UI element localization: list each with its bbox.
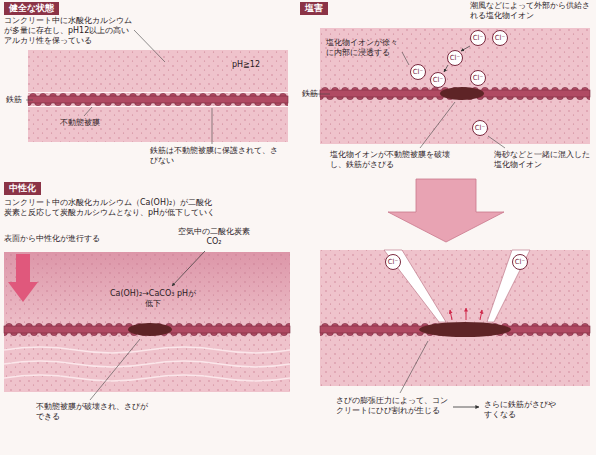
leader-line: [402, 52, 409, 65]
annotation-text: コンクリート中の水酸化カルシウム（Ca(OH)₂）が二酸化炭素と反応して炭酸カル…: [4, 198, 216, 218]
aggregate-texture: [320, 250, 590, 386]
expansion-arrow: [480, 310, 482, 320]
annotation-text: 不動態被膜が破壊され、さびができる: [36, 402, 148, 422]
state-panel: 健全な状態コンクリート中に水酸化カルシウムが多量に存在し、pH12以上の高いアル…: [4, 0, 292, 172]
leader-line: [134, 30, 165, 62]
aggregate-texture: [320, 28, 590, 144]
rebar: [28, 93, 288, 107]
state-panel: さびの膨張圧力によって、コンクリートにひび割れが生じる さらに鉄筋がさびやすくなる…: [300, 244, 592, 444]
carbonation-concrete: [4, 251, 290, 400]
cracking-concrete: [320, 250, 590, 407]
ion-label: Cl⁻: [433, 77, 444, 84]
healthy-concrete: [26, 30, 288, 144]
crack: [487, 250, 530, 322]
ion-label: Cl⁻: [515, 259, 526, 266]
annotation-text: さらに鉄筋がさびやすくなる: [484, 400, 558, 420]
rebar: [4, 323, 290, 336]
concrete: [320, 250, 590, 386]
wave-lines: [4, 347, 290, 381]
annotation-text: さびの膨張圧力によって、コンクリートにひび割れが生じる: [336, 396, 450, 416]
chloride-ion: Cl⁻: [492, 30, 508, 46]
leader-line: [420, 102, 455, 148]
chloride-ion: Cl⁻: [470, 70, 486, 86]
chloride-ion: Cl⁻: [410, 64, 426, 80]
panel-heading: 健全な状態: [4, 2, 59, 15]
concrete: [28, 50, 288, 142]
expansion-arrow: [450, 310, 452, 320]
reaction-arrow: [172, 251, 205, 286]
annotation-text: 海砂などと一緒に混入した塩化物イオン: [494, 150, 590, 170]
panel-heading: 中性化: [4, 182, 41, 195]
annotation-text: コンクリート中に水酸化カルシウムが多量に存在し、pH12以上の高いアルカリ性を保…: [4, 16, 132, 46]
ion-label: Cl⁻: [388, 259, 399, 266]
ingress-arrow: [461, 46, 470, 51]
flow-arrow: [388, 179, 504, 242]
annotation-text: pH≧12: [232, 60, 282, 70]
leader-line: [26, 100, 33, 101]
annotation-text: 鉄筋は不動態被膜に保護されて、さびない: [150, 146, 280, 166]
ion-label: Cl⁻: [475, 125, 486, 132]
chloride-ion: Cl⁻: [470, 30, 486, 46]
rust: [419, 322, 511, 337]
chloride-ion: Cl⁻: [447, 50, 463, 66]
ion-label: Cl⁻: [413, 69, 424, 76]
annotation-text: 鉄筋: [302, 89, 322, 99]
aggregate-texture: [28, 50, 288, 142]
chloride-ion: Cl⁻: [430, 72, 446, 88]
ion-label: Cl⁻: [473, 75, 484, 82]
annotation-text: 塩化物イオンが不動態被膜を破壊し、鉄筋がさびる: [330, 150, 452, 170]
leader-line: [400, 341, 428, 393]
leader-line: [84, 107, 92, 116]
aggregate-texture: [4, 252, 290, 392]
annotation-text: 表面から中性化が進行する: [4, 234, 124, 244]
concrete: [4, 252, 290, 392]
ion-label: Cl⁻: [495, 35, 506, 42]
leader-line: [90, 339, 140, 400]
progress-arrow: [8, 254, 38, 302]
rebar: [320, 323, 590, 336]
annotation-text: Ca(OH)₂→CaCO₃ pHが低下: [108, 289, 198, 309]
ion-label: Cl⁻: [473, 35, 484, 42]
result-arrow: [453, 407, 479, 408]
annotation-text: 空気中の二酸化炭素 CO₂: [172, 227, 256, 247]
annotation-text: 不動態被膜: [60, 118, 110, 128]
rust: [440, 87, 484, 100]
state-panel: 塩害 潮風などによって外部から供給される塩化物イオン塩化物イオンが徐々に内部に浸透…: [300, 0, 592, 176]
chloride-concrete: [307, 28, 590, 148]
annotation-text: 鉄筋: [6, 95, 26, 105]
rebar: [320, 87, 590, 100]
chloride-ion: Cl⁻: [472, 120, 488, 136]
rust: [128, 323, 172, 336]
annotation-text: 塩化物イオンが徐々に内部に浸透する: [326, 38, 400, 58]
ion-label: Cl⁻: [450, 55, 461, 62]
state-panel: 中性化コンクリート中の水酸化カルシウム（Ca(OH)₂）が二酸化炭素と反応して炭…: [4, 180, 292, 430]
expansion-arrow: [466, 308, 467, 320]
annotation-text: 潮風などによって外部から供給される塩化物イオン: [470, 1, 590, 21]
leader-line: [488, 136, 505, 148]
ingress-arrow: [444, 65, 448, 72]
leader-line: [212, 108, 213, 144]
chloride-ion: Cl⁻: [512, 254, 528, 270]
concrete: [320, 28, 590, 144]
panel-heading: 塩害: [300, 2, 328, 15]
crack: [384, 250, 446, 322]
chloride-ion: Cl⁻: [385, 254, 401, 270]
